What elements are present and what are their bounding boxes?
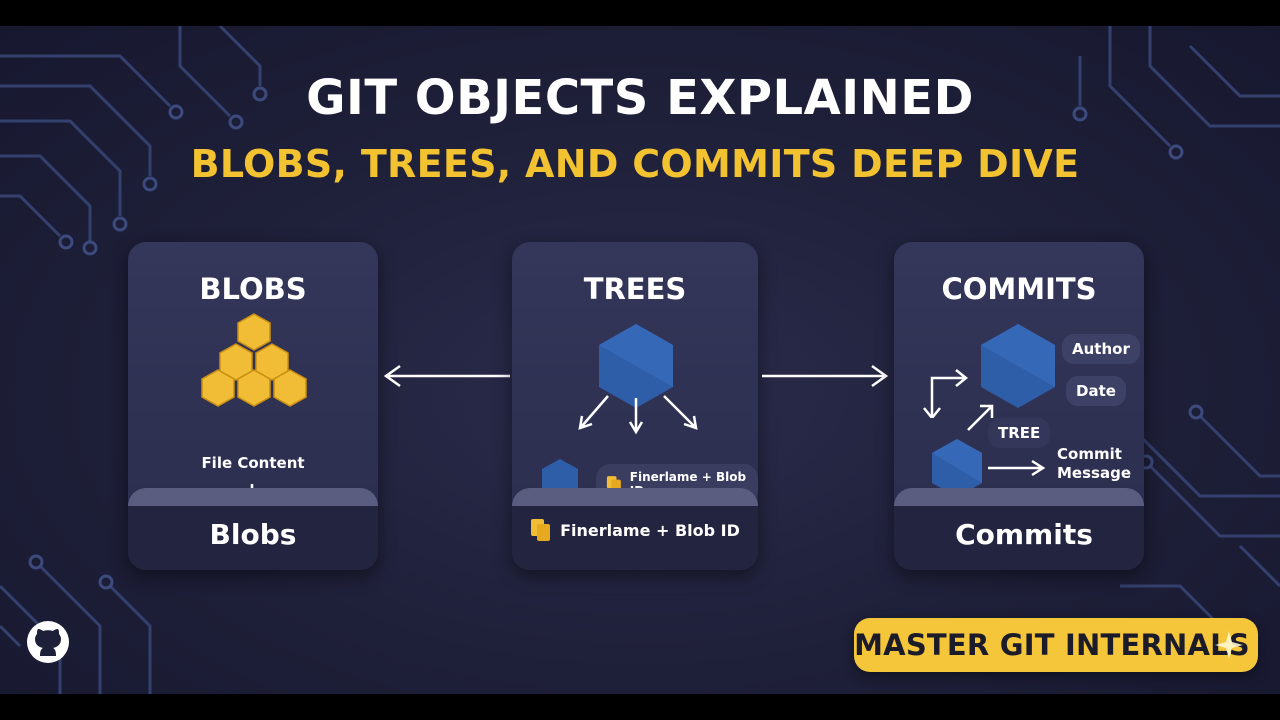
blobs-card: BLOBS File Content Blobs — [128, 242, 378, 570]
blobs-card-title: BLOBS — [199, 272, 307, 306]
trees-band-label: Finerlame + Blob ID — [560, 520, 740, 540]
circuit-decoration — [0, 26, 1280, 694]
arrow-right-icon — [988, 459, 1046, 477]
trees-card: TREES Finerlame + Blob ID — [512, 242, 758, 570]
commits-card-title: COMMITS — [941, 272, 1097, 306]
commit-message-label: Commit Message — [1057, 445, 1131, 482]
cta-label: MASTER GIT INTERNALS — [854, 628, 1250, 662]
tree-branch-arrows — [578, 395, 698, 435]
sparkle-icon — [1215, 631, 1243, 659]
file-icon — [531, 519, 551, 541]
page-subtitle: BLOBS, TREES, AND COMMITS DEEP DIVE — [190, 142, 1080, 186]
arrow-left-icon — [383, 364, 510, 388]
hexagon-icon — [599, 324, 673, 408]
trees-band: Finerlame + Blob ID — [512, 518, 758, 542]
arrow-up-right-icon — [967, 404, 994, 431]
master-git-internals-button[interactable]: MASTER GIT INTERNALS — [854, 618, 1258, 672]
arrow-right-icon — [762, 364, 889, 388]
file-content-label: File Content — [201, 454, 305, 472]
honeycomb-icon — [201, 313, 307, 407]
loop-arrow-icon — [923, 369, 969, 418]
date-pill: Date — [1066, 376, 1126, 406]
tree-pill: TREE — [988, 418, 1051, 448]
hexagon-icon — [981, 324, 1055, 408]
github-icon — [27, 621, 69, 663]
author-pill: Author — [1062, 334, 1140, 364]
trees-card-title: TREES — [583, 272, 687, 306]
blobs-band-label: Blobs — [209, 518, 297, 551]
hexagon-icon — [932, 439, 982, 497]
thumbnail-stage: GIT OBJECTS EXPLAINED BLOBS, TREES, AND … — [0, 26, 1280, 694]
commits-band-label: Commits — [955, 518, 1093, 551]
page-title: GIT OBJECTS EXPLAINED — [306, 70, 974, 126]
commits-card: COMMITS Author Date TREE Commit Message … — [894, 242, 1144, 570]
